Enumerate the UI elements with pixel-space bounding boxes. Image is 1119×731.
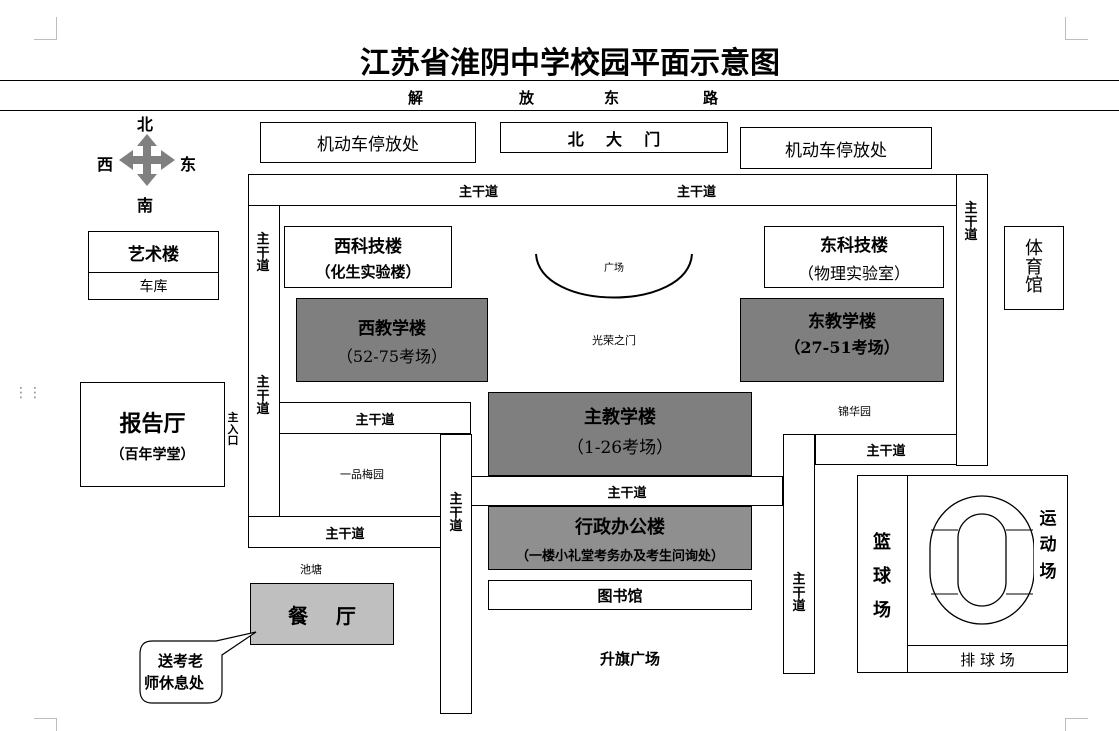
east-tech-sub: （物理实验室）: [797, 263, 910, 283]
crop-mark-bottom-right: [1065, 718, 1088, 731]
west-teaching-building: 西教学楼 （52-75考场）: [296, 298, 488, 382]
admin-name: 行政办公楼: [575, 516, 665, 538]
compass-north: 北: [137, 115, 154, 134]
main-road-left-label-1: 主干道: [256, 232, 270, 275]
main-road-center-left: [440, 434, 472, 714]
library: 图书馆: [488, 580, 752, 610]
art-building: 艺术楼: [88, 231, 219, 273]
road-line-top: [0, 80, 1119, 81]
main-road-right-label: 主干道: [964, 201, 978, 244]
main-road-plum-top: 主干道: [279, 402, 471, 434]
west-tech-building: 西科技楼 （化生实验楼）: [284, 226, 452, 288]
east-tech-name: 东科技楼: [820, 235, 888, 256]
road-name-char-3: 东: [604, 89, 620, 107]
main-entrance-label: 主入口: [227, 411, 239, 448]
drag-handle-icon[interactable]: ⋮⋮: [14, 385, 42, 401]
road-line-bottom: [0, 110, 1119, 111]
running-track-icon: [929, 495, 1035, 625]
admin-building: 行政办公楼 （一楼小礼堂考务办及考生问询处）: [488, 506, 752, 570]
main-road-plum-bottom: 主干道: [248, 516, 442, 548]
volleyball-court: 排 球 场: [907, 645, 1068, 673]
callout-text-line-2: 师休息处: [144, 674, 205, 692]
main-road-right: [956, 174, 988, 466]
basketball-court: 篮球场: [873, 532, 891, 622]
road-name-char-4: 路: [703, 89, 719, 107]
flag-plaza-label: 升旗广场: [600, 650, 661, 668]
main-road-middle: 主干道: [471, 476, 783, 506]
road-name-char-1: 解: [408, 89, 424, 107]
crop-mark-bottom-left: [34, 718, 57, 731]
admin-sub: （一楼小礼堂考务办及考生问询处）: [515, 548, 724, 564]
east-tech-building: 东科技楼 （物理实验室）: [764, 226, 944, 288]
auditorium-name: 报告厅: [119, 410, 186, 437]
main-road-center-left-label: 主干道: [449, 492, 463, 535]
auditorium: 报告厅 （百年学堂）: [80, 382, 225, 487]
main-teaching-name: 主教学楼: [584, 407, 656, 428]
main-road-left: [248, 205, 280, 517]
callout-bubble: [139, 631, 257, 704]
auditorium-sub: （百年学堂）: [110, 446, 195, 463]
west-tech-sub: （化生实验楼）: [315, 263, 421, 281]
road-name-char-2: 放: [519, 89, 535, 107]
main-road-left-label-2: 主干道: [256, 375, 270, 418]
pond-label: 池塘: [300, 563, 322, 576]
main-road-center-right-label: 主干道: [792, 572, 806, 615]
east-teaching-sub: （27-51考场）: [784, 338, 900, 357]
main-road-top-label-1: 主干道: [459, 185, 499, 200]
north-gate: 北 大 门: [500, 122, 728, 153]
crop-mark-top-left: [34, 17, 57, 40]
main-road-center-right: [783, 434, 815, 674]
plum-garden-label: 一品梅园: [340, 468, 384, 481]
east-teaching-building: 东教学楼 （27-51考场）: [740, 298, 944, 382]
main-road-top-label-2: 主干道: [677, 185, 717, 200]
parking-right: 机动车停放处: [740, 127, 932, 169]
main-teaching-building: 主教学楼 （1-26考场）: [488, 392, 752, 476]
west-tech-name: 西科技楼: [334, 237, 402, 257]
jinhua-garden-label: 锦华园: [838, 405, 871, 418]
crop-mark-top-right: [1065, 17, 1088, 40]
compass-south: 南: [137, 196, 154, 215]
sports-field-label: 运动场: [1034, 506, 1062, 586]
west-teaching-name: 西教学楼: [358, 318, 426, 339]
compass-east: 东: [180, 155, 197, 174]
parking-left: 机动车停放处: [260, 122, 476, 163]
main-road-jinhua: 主干道: [815, 434, 957, 465]
canteen: 餐 厅: [250, 583, 394, 645]
callout-text-line-1: 送考老: [158, 652, 204, 670]
west-teaching-sub: （52-75考场）: [336, 346, 448, 366]
gym: 体育馆: [1004, 226, 1064, 310]
gate-of-honor: 光荣之门: [592, 334, 636, 347]
main-road-top: [248, 174, 958, 206]
main-teaching-sub: （1-26考场）: [566, 438, 674, 458]
plaza-label: 广场: [604, 263, 624, 274]
compass-arrows-icon: [119, 134, 175, 186]
east-teaching-name: 东教学楼: [808, 312, 876, 332]
plaza-arc: [535, 253, 693, 299]
compass-west: 西: [97, 155, 114, 174]
garage: 车库: [88, 272, 219, 300]
basketball-court-divider: [907, 476, 908, 672]
page-title: 江苏省淮阴中学校园平面示意图: [360, 46, 780, 81]
